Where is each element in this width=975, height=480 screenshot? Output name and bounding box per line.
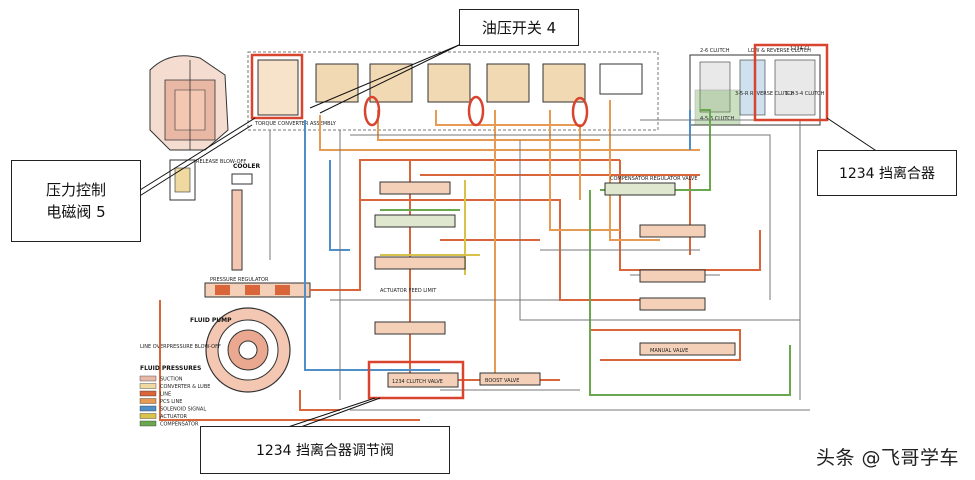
callout-oil-pressure-switch-text: 油压开关 4 xyxy=(481,19,557,37)
pressure-regulator-label: PRESSURE REGULATOR xyxy=(210,277,269,283)
watermark: 头条 @飞哥学车 xyxy=(815,447,959,469)
low-reverse-clutch-label: LOW & REVERSE CLUTCH xyxy=(748,48,811,54)
manual-valve-label: MANUAL VALVE xyxy=(650,348,688,354)
callout-leaders xyxy=(137,44,879,429)
cooler-box xyxy=(231,173,253,185)
left-vertical-valve xyxy=(231,189,243,271)
clutch-2-6-label: 2-6 CLUTCH xyxy=(700,48,730,54)
legend-swatch xyxy=(139,375,157,382)
torque-converter xyxy=(149,55,229,151)
legend-label: ACTUATOR xyxy=(160,414,188,420)
highlight-switch-1 xyxy=(363,95,381,127)
clutch-1234-label: 1-2-3-4 CLUTCH xyxy=(785,91,825,97)
cooler-label: COOLER xyxy=(233,163,261,170)
boost-valve-label: BOOST VALVE xyxy=(485,378,519,384)
hydraulic-lines xyxy=(159,100,810,421)
fluid-pump xyxy=(205,307,291,393)
highlight-switch-3 xyxy=(571,96,589,128)
legend-swatch xyxy=(139,383,157,389)
callout-clutch-regulator-valve: 1234 挡离合器调节阀 xyxy=(200,426,450,474)
highlight-clutch-regulator xyxy=(367,360,465,400)
legend-swatch xyxy=(139,405,157,412)
solenoid-bank xyxy=(257,59,643,116)
fluid-pump-label: FLUID PUMP xyxy=(190,317,232,324)
valve-1234-label: 1234 CLUTCH VALVE xyxy=(392,379,443,385)
callout-pressure-solenoid-text: 压力控制 电磁阀 5 xyxy=(45,180,106,222)
legend-title: FLUID PRESSURES xyxy=(140,365,201,372)
highlight-switch-2 xyxy=(467,95,485,127)
highlight-clutch-1234 xyxy=(753,43,829,122)
clutch-4-5-6-label: 4-5-6 CLUTCH xyxy=(700,116,735,122)
valve-bodies xyxy=(374,181,736,388)
release-blowoff-label: RELEASE BLOW-OFF xyxy=(196,159,246,165)
callout-clutch-1234: 1234 挡离合器 xyxy=(817,150,957,196)
legend-label: CONVERTER & LUBE xyxy=(160,384,210,390)
pressure-regulator-valve xyxy=(204,282,311,298)
legend-swatch xyxy=(139,390,157,397)
highlights xyxy=(250,43,829,400)
compensator-regulator-label: COMPENSATOR REGULATOR VALVE xyxy=(610,176,698,182)
callout-clutch-1234-text: 1234 挡离合器 xyxy=(838,166,936,182)
reverse-clutch-label: 3-5-R REVERSE CLUTCH xyxy=(735,91,795,97)
line-overpressure-label: LINE OVERPRESSURE BLOW-OFF xyxy=(140,344,221,350)
legend-swatch xyxy=(139,420,157,427)
legend-swatch xyxy=(139,398,157,404)
callout-oil-pressure-switch: 油压开关 4 xyxy=(459,9,579,46)
torque-converter-label: TORQUE CONVERTER ASSEMBLY xyxy=(254,121,337,127)
legend-label: SOLENOID SIGNAL xyxy=(160,407,206,413)
callout-pressure-solenoid: 压力控制 电磁阀 5 xyxy=(11,160,141,242)
clutch-1234-small-label: 1234 CL xyxy=(790,46,811,52)
legend-label: PCS LINE xyxy=(160,399,182,405)
legend-swatch xyxy=(139,413,157,419)
solenoid-bank-outline xyxy=(247,51,659,131)
legend-label: COMPENSATOR xyxy=(160,422,199,428)
release-blowoff xyxy=(169,159,196,201)
highlight-pressure-solenoid xyxy=(250,53,304,120)
callout-clutch-regulator-valve-text: 1234 挡离合器调节阀 xyxy=(255,443,395,459)
legend-label: LINE xyxy=(160,392,171,398)
actuator-feed-label: ACTUATOR FEED LIMIT xyxy=(380,288,437,294)
legend-label: SUCTION xyxy=(160,377,183,383)
